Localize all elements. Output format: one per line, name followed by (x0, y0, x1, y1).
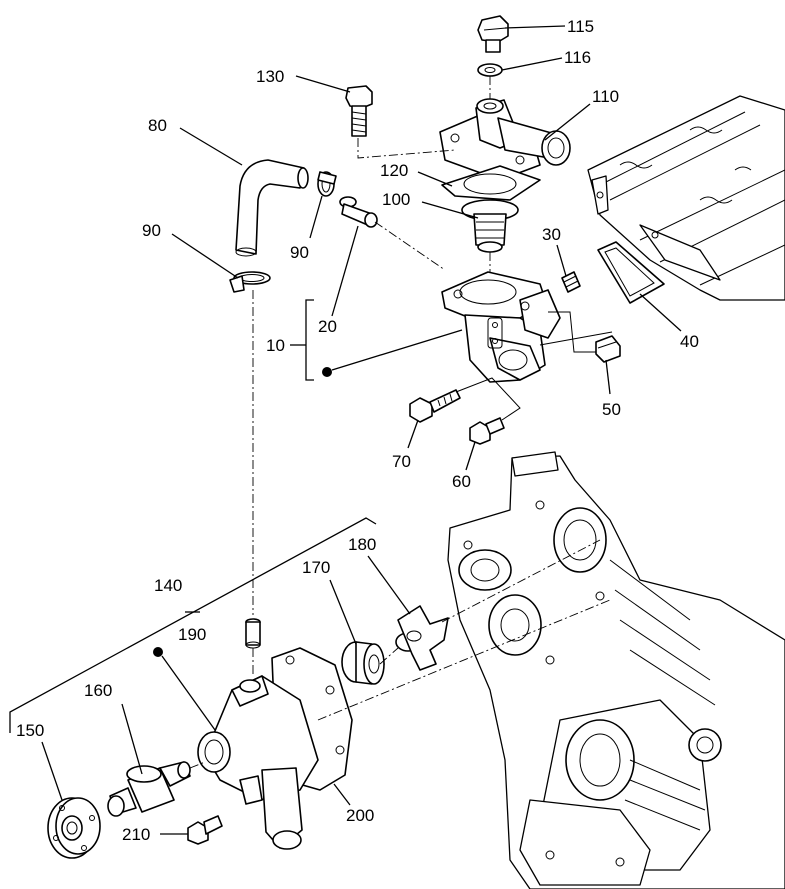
callout-30: 30 (542, 225, 561, 244)
gasket-120 (441, 165, 541, 201)
callout-80: 80 (148, 116, 167, 135)
plug-30 (561, 271, 581, 293)
hose-80 (235, 159, 309, 257)
bolt-130 (345, 85, 373, 137)
callout-200: 200 (346, 806, 374, 825)
gasket-40 (597, 241, 665, 304)
assembly-dot-10 (322, 367, 332, 377)
callout-60: 60 (452, 472, 471, 491)
hose-clamp-90-lower (229, 271, 271, 293)
bolt-210 (187, 815, 223, 845)
group-bracket-10 (305, 299, 314, 381)
bolt-70 (409, 389, 461, 423)
mechanical-seal-170 (341, 641, 385, 685)
pipe-nipple-20 (339, 196, 378, 228)
plug-bolt-115 (477, 15, 509, 53)
callout-150: 150 (16, 721, 44, 740)
bolt-60 (469, 417, 505, 445)
pulley-hub-150 (47, 797, 101, 859)
callout-130: 130 (256, 67, 284, 86)
callout-180: 180 (348, 535, 376, 554)
callout-40: 40 (680, 332, 699, 351)
plug-50 (595, 335, 621, 363)
cylinder-head (587, 95, 785, 301)
callout-120: 120 (380, 161, 408, 180)
callout-160: 160 (84, 681, 112, 700)
assembly-dot-140 (153, 647, 163, 657)
callout-90-upper: 90 (290, 243, 309, 262)
leader-lines (41, 25, 682, 835)
dowel-190 (245, 618, 261, 649)
callout-90-lower: 90 (142, 221, 161, 240)
callout-190: 190 (178, 625, 206, 644)
callout-50: 50 (602, 400, 621, 419)
callout-110: 110 (592, 87, 619, 106)
impeller-180 (395, 605, 449, 671)
group-bracket-140 (9, 517, 377, 733)
callout-10: 10 (266, 336, 285, 355)
washer-116 (477, 63, 503, 77)
callout-116: 116 (564, 48, 591, 67)
shaft-bearing-160 (107, 761, 191, 817)
callout-115: 115 (567, 17, 594, 36)
water-pump-body-200 (197, 647, 353, 850)
callout-210: 210 (122, 825, 150, 844)
gear-case (447, 451, 785, 889)
callout-100: 100 (382, 190, 410, 209)
callout-labels: 115 116 130 110 80 120 100 30 90 90 20 1… (16, 17, 699, 844)
thermostat-100 (461, 199, 519, 253)
callout-140: 140 (154, 576, 182, 595)
callout-20: 20 (318, 317, 337, 336)
hose-clamp-90-upper (317, 171, 337, 197)
callout-70: 70 (392, 452, 411, 471)
callout-170: 170 (302, 558, 330, 577)
thermostat-housing-10 (441, 271, 561, 383)
